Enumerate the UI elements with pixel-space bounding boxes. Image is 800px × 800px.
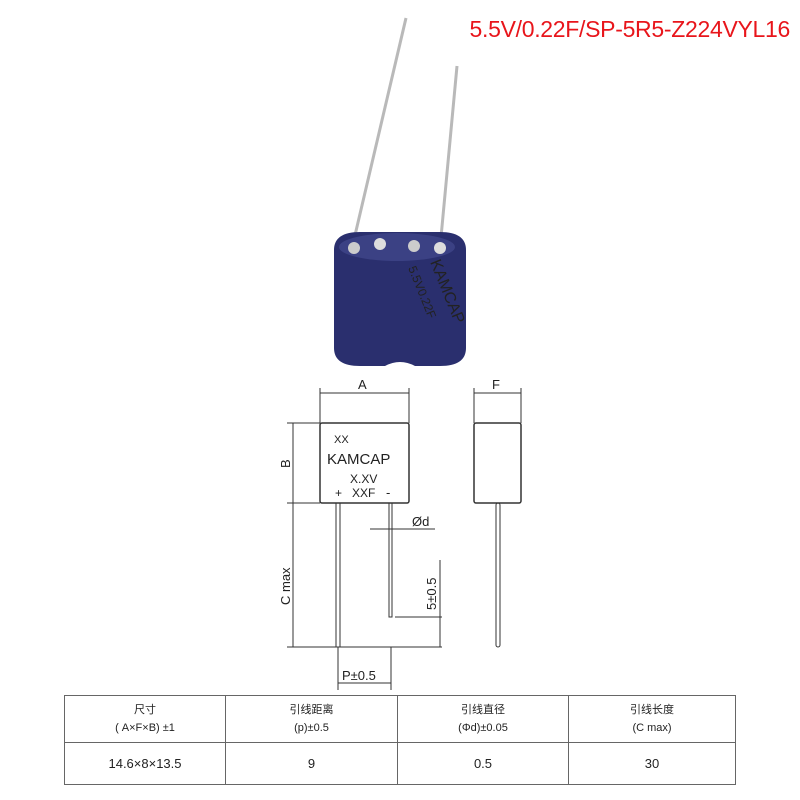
header-cn: 引线距离: [289, 704, 334, 716]
header-en: (Φd)±0.05: [458, 722, 508, 734]
dim-f-label: F: [492, 377, 500, 392]
value-diameter: 0.5: [397, 742, 569, 785]
value-pitch: 9: [225, 742, 398, 785]
body-label-xx: XX: [334, 434, 349, 446]
value-length: 30: [568, 742, 736, 785]
header-en: (C max): [632, 722, 672, 734]
header-en: ( A×F×B) ±1: [115, 722, 175, 734]
body-label-cap: XXF: [352, 486, 375, 500]
dim-c-label: C max: [278, 567, 293, 605]
side-view-drawing: [473, 388, 522, 648]
header-cell: 引线直径 (Φd)±0.05: [397, 695, 569, 743]
body-label-voltage: X.XV: [350, 472, 377, 486]
lead-tip-label: 5±0.5: [424, 578, 439, 610]
pitch-label: P±0.5: [342, 668, 376, 683]
capacitor-photo: KAMCAP 5.5V0.22F: [334, 17, 467, 366]
spec-table: 尺寸( A×F×B) ±1 引线距离(p)±0.5 引线直径(Φd)±0.05 …: [64, 695, 736, 785]
minus-sign: -: [386, 485, 390, 500]
header-cn: 尺寸: [134, 704, 156, 716]
value-size: 14.6×8×13.5: [64, 742, 226, 785]
header-cell: 尺寸 ( A×F×B) ±1: [64, 695, 226, 743]
table-row: 14.6×8×13.5 9 0.5 30: [64, 742, 736, 785]
header-cn: 引线长度: [630, 704, 674, 716]
header-cell: 引线长度 (C max): [568, 695, 736, 743]
header-en: (p)±0.5: [294, 722, 329, 734]
dim-a-label: A: [358, 377, 367, 392]
header-cn: 引线直径: [461, 704, 505, 716]
lead-diameter-label: Ød: [412, 514, 429, 529]
product-title: 5.5V/0.22F/SP-5R5-Z224VYL16: [469, 16, 791, 42]
dim-b-label: B: [278, 459, 293, 468]
header-cell: 引线距离 (p)±0.5: [225, 695, 398, 743]
body-label-brand: KAMCAP: [327, 451, 390, 468]
table-header-row: 尺寸( A×F×B) ±1 引线距离(p)±0.5 引线直径(Φd)±0.05 …: [64, 695, 736, 743]
front-view-drawing: [287, 388, 442, 690]
plus-sign: +: [335, 486, 342, 500]
